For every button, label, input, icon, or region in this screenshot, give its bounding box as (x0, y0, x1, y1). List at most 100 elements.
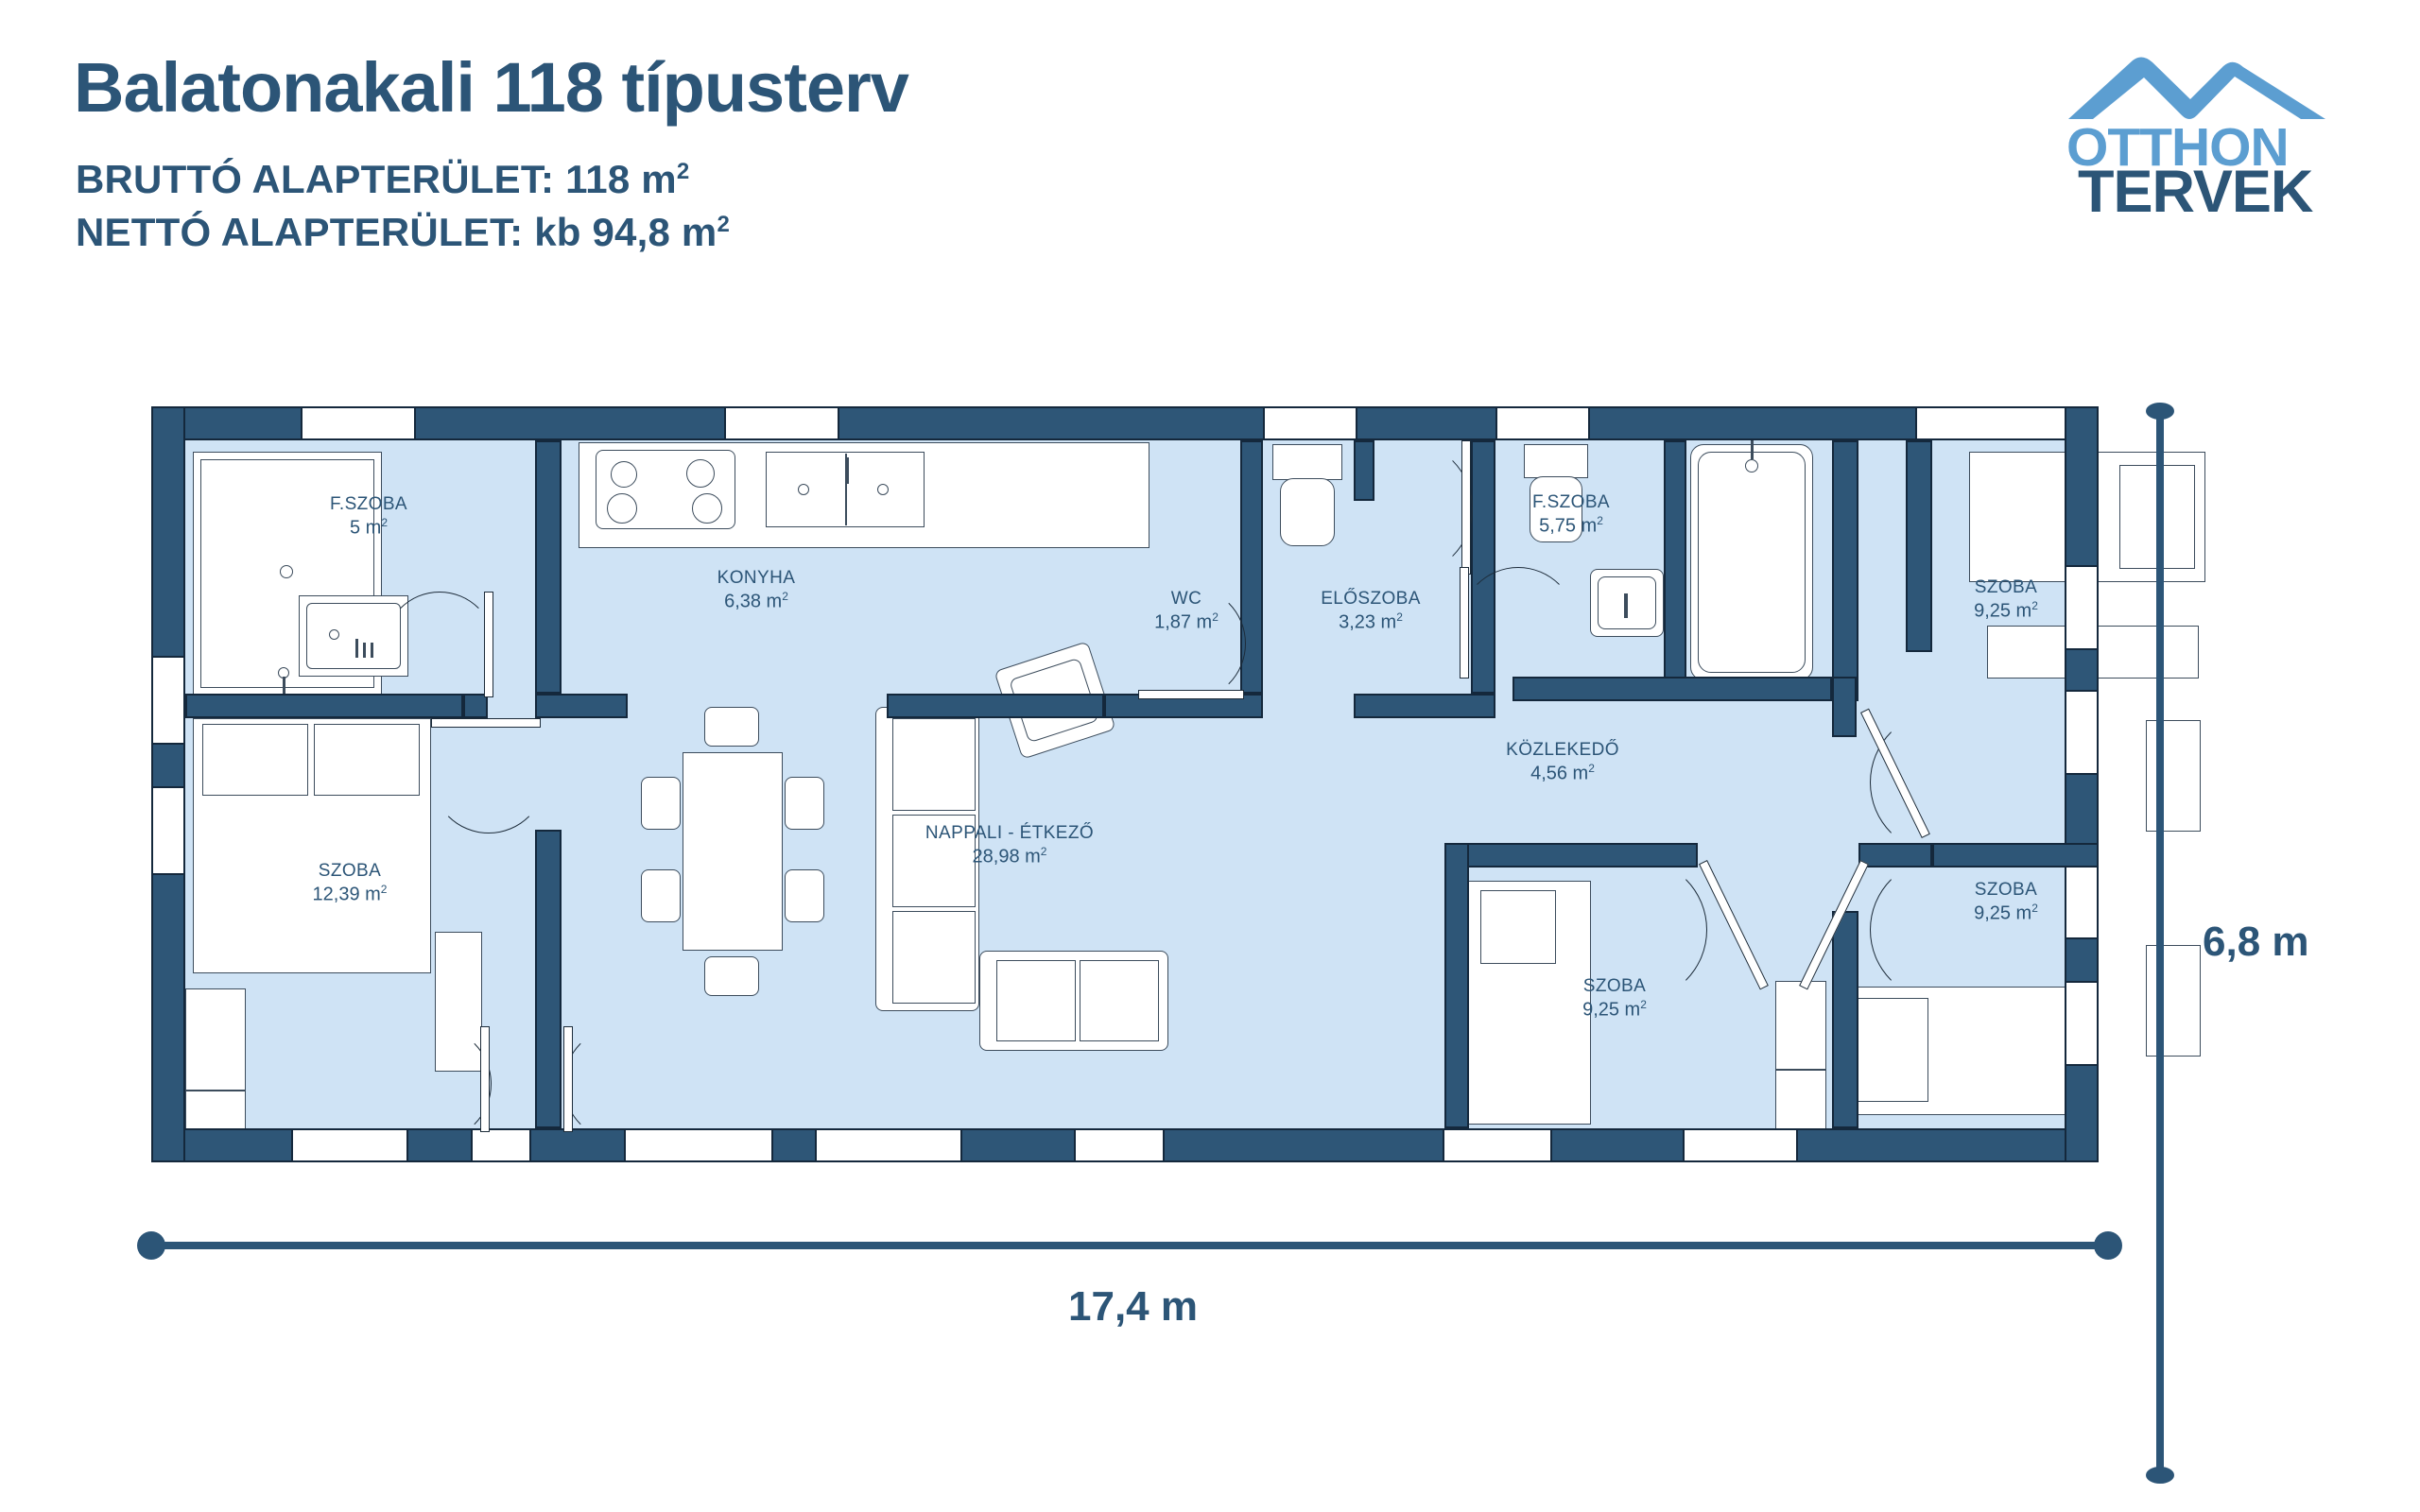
exterior-wall-right-a (2065, 406, 2099, 567)
interior-wall-bath-right-vertical (1832, 440, 1858, 701)
loveseat-cushion-1 (996, 960, 1076, 1041)
wardrobe-left-1 (185, 988, 246, 1091)
interior-wall-kitchen-bottom (887, 694, 1104, 718)
loveseat-cushion-2 (1080, 960, 1159, 1041)
window-left-2 (151, 788, 185, 873)
exterior-wall-bottom-f (1163, 1128, 1444, 1162)
washbasin-left-tap3 (371, 643, 373, 658)
logo-line2: TERVEK (2078, 159, 2313, 215)
dining-chair-r1 (785, 777, 824, 830)
interior-wall-ne-left (1906, 440, 1932, 652)
room-name: SZOBA (1582, 976, 1647, 996)
interior-wall-left-bath-right (463, 694, 488, 718)
door-leaf-living-left (563, 1026, 573, 1132)
wardrobe-ne-2 (2093, 626, 2199, 679)
room-label-szoba-se: SZOBA 9,25 m2 (1911, 879, 2100, 925)
window-bottom-6 (1444, 1128, 1550, 1162)
pillow-left (202, 724, 308, 796)
interior-wall-wc-bottom (1104, 694, 1263, 718)
door-leaf-szoba-left (480, 1026, 490, 1132)
interior-wall-eloszoba-bottom (1354, 694, 1495, 718)
room-label-szoba-mid: SZOBA 9,25 m2 (1520, 975, 1709, 1022)
room-area: 5,75 m2 (1539, 513, 1603, 537)
wc-cistern (1272, 444, 1342, 480)
window-right-2 (2065, 692, 2099, 773)
page-title: Balatonakali 118 típusterv (74, 48, 909, 127)
door-arc-entry (1337, 440, 1473, 576)
door-arc-left-bath (384, 592, 495, 703)
sofa-cushion-2 (892, 815, 976, 907)
exterior-wall-right-b (2065, 648, 2099, 692)
door-arc-szoba-ne (1870, 711, 2014, 854)
dimension-horizontal-line (151, 1242, 2108, 1249)
window-top-5 (1917, 406, 2076, 440)
wc2-cistern (1524, 444, 1588, 478)
room-label-szoba-ne: SZOBA 9,25 m2 (1911, 576, 2100, 623)
room-label-szoba-left: SZOBA 12,39 m2 (236, 860, 463, 906)
exterior-wall-left-c (151, 873, 185, 1162)
wc-toilet-bowl (1280, 478, 1335, 546)
dining-chair-l1 (641, 777, 681, 830)
burner-2 (686, 459, 715, 488)
bathtub-drain-icon (1745, 459, 1758, 472)
room-label-kozlekedo: KÖZLEKEDŐ 4,56 m2 (1444, 739, 1681, 785)
net-area-text: NETTÓ ALAPTERÜLET: kb 94,8 m (76, 210, 717, 254)
window-bottom-4 (817, 1128, 960, 1162)
room-area: 9,25 m2 (1974, 598, 2038, 622)
window-right-4 (2065, 983, 2099, 1064)
exterior-wall-left-a (151, 406, 185, 658)
interior-wall-kozlekedo-drop (1832, 677, 1857, 737)
window-left-1 (151, 658, 185, 743)
room-label-wc: WC 1,87 m2 (1125, 588, 1248, 634)
interior-wall-left-bath-bottom (185, 694, 463, 718)
window-top-3 (1265, 406, 1356, 440)
door-arc-szoba-mid (1564, 858, 1707, 1002)
dining-table (683, 752, 783, 951)
sofa-cushion-1 (892, 718, 976, 811)
room-name: KONYHA (717, 568, 796, 588)
sofa-cushion-3 (892, 911, 976, 1004)
shower-tray-inner (200, 459, 374, 688)
exterior-wall-bottom-g (1550, 1128, 1685, 1162)
exterior-wall-left-b (151, 743, 185, 788)
floor-plan-section: F.SZOBA 5 m2 SZOBA 12,39 m2 KONYHA 6,38 … (0, 284, 2420, 1512)
dimension-horizontal-dot-right (2094, 1231, 2122, 1260)
wc2-toilet-bowl (1530, 476, 1582, 542)
door-arc-wc (1131, 586, 1246, 701)
burner-1 (611, 461, 637, 488)
washbasin-left-tap (355, 639, 358, 658)
interior-wall-bathtub-left (1664, 440, 1686, 679)
net-area-superscript: 2 (717, 212, 731, 237)
sink-drain-2 (877, 484, 889, 495)
bathtub (1690, 444, 1813, 680)
gross-area-superscript: 2 (676, 159, 690, 184)
wardrobe-se-2 (2146, 945, 2201, 1057)
interior-wall-szoba-left-right (535, 830, 562, 1128)
room-area: 5 m2 (349, 515, 389, 539)
net-area-line: NETTÓ ALAPTERÜLET: kb 94,8 m2 (76, 210, 730, 255)
burner-3 (607, 493, 637, 524)
room-label-eloszoba: ELŐSZOBA 3,23 m2 (1267, 588, 1475, 634)
door-arc-right-bath (1460, 567, 1577, 684)
interior-wall-left-vertical-join (535, 694, 628, 718)
wardrobe-se-1 (2146, 720, 2201, 832)
interior-wall-left-vertical-upper (535, 440, 562, 694)
dimension-vertical-dot-bottom (2146, 1467, 2174, 1484)
window-bottom-1 (293, 1128, 406, 1162)
window-bottom-5 (1076, 1128, 1163, 1162)
gross-area-line: BRUTTÓ ALAPTERÜLET: 118 m2 (76, 157, 689, 202)
window-bottom-7 (1685, 1128, 1796, 1162)
door-arc-szoba-se (1870, 858, 2014, 1002)
brand-logo: OTTHON TERVEK (2065, 45, 2329, 215)
door-leaf-left-bath (484, 592, 493, 697)
room-name: ELŐSZOBA (1321, 589, 1421, 609)
sink-divider (845, 454, 847, 525)
room-label-konyha: KONYHA 6,38 m2 (643, 567, 870, 613)
bathtub-tap (1751, 438, 1754, 459)
interior-wall-szoba-mid-right (1832, 911, 1858, 1128)
washbasin-left-drain-icon (329, 629, 339, 640)
exterior-wall-right-c (2065, 773, 2099, 856)
window-top-2 (726, 406, 838, 440)
single-bed-se-pillow (1853, 998, 1928, 1102)
room-name: F.SZOBA (1532, 492, 1610, 512)
